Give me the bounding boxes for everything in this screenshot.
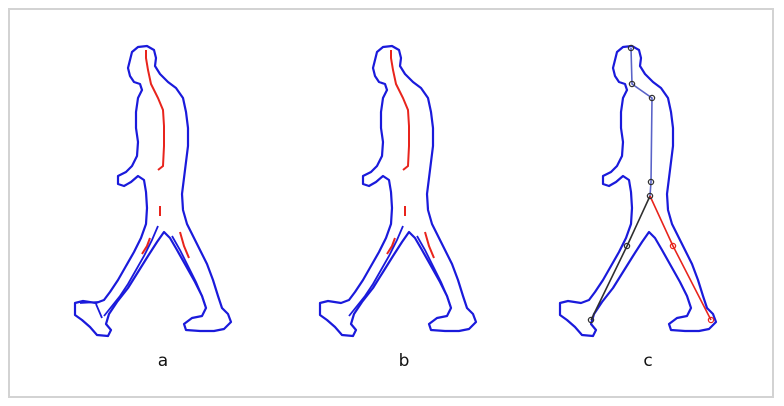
panel-b-leg-gap [349, 226, 451, 316]
panel-a-leg-gap [104, 226, 206, 316]
panel-c-label: c [628, 351, 668, 371]
panel-a-medial-axis [142, 50, 189, 258]
panel-c-silhouette [560, 45, 716, 336]
panel-c-back-leg [591, 196, 650, 320]
panel-b-medial-axis [387, 50, 434, 258]
panel-c-outline [560, 46, 716, 336]
panel-a-label: a [143, 351, 183, 371]
panel-a-foot-detail [80, 302, 102, 318]
panel-a-silhouette [75, 46, 231, 336]
panel-b-silhouette [320, 46, 476, 336]
panel-b-label: b [384, 351, 424, 371]
panel-c-front-leg [650, 196, 711, 320]
